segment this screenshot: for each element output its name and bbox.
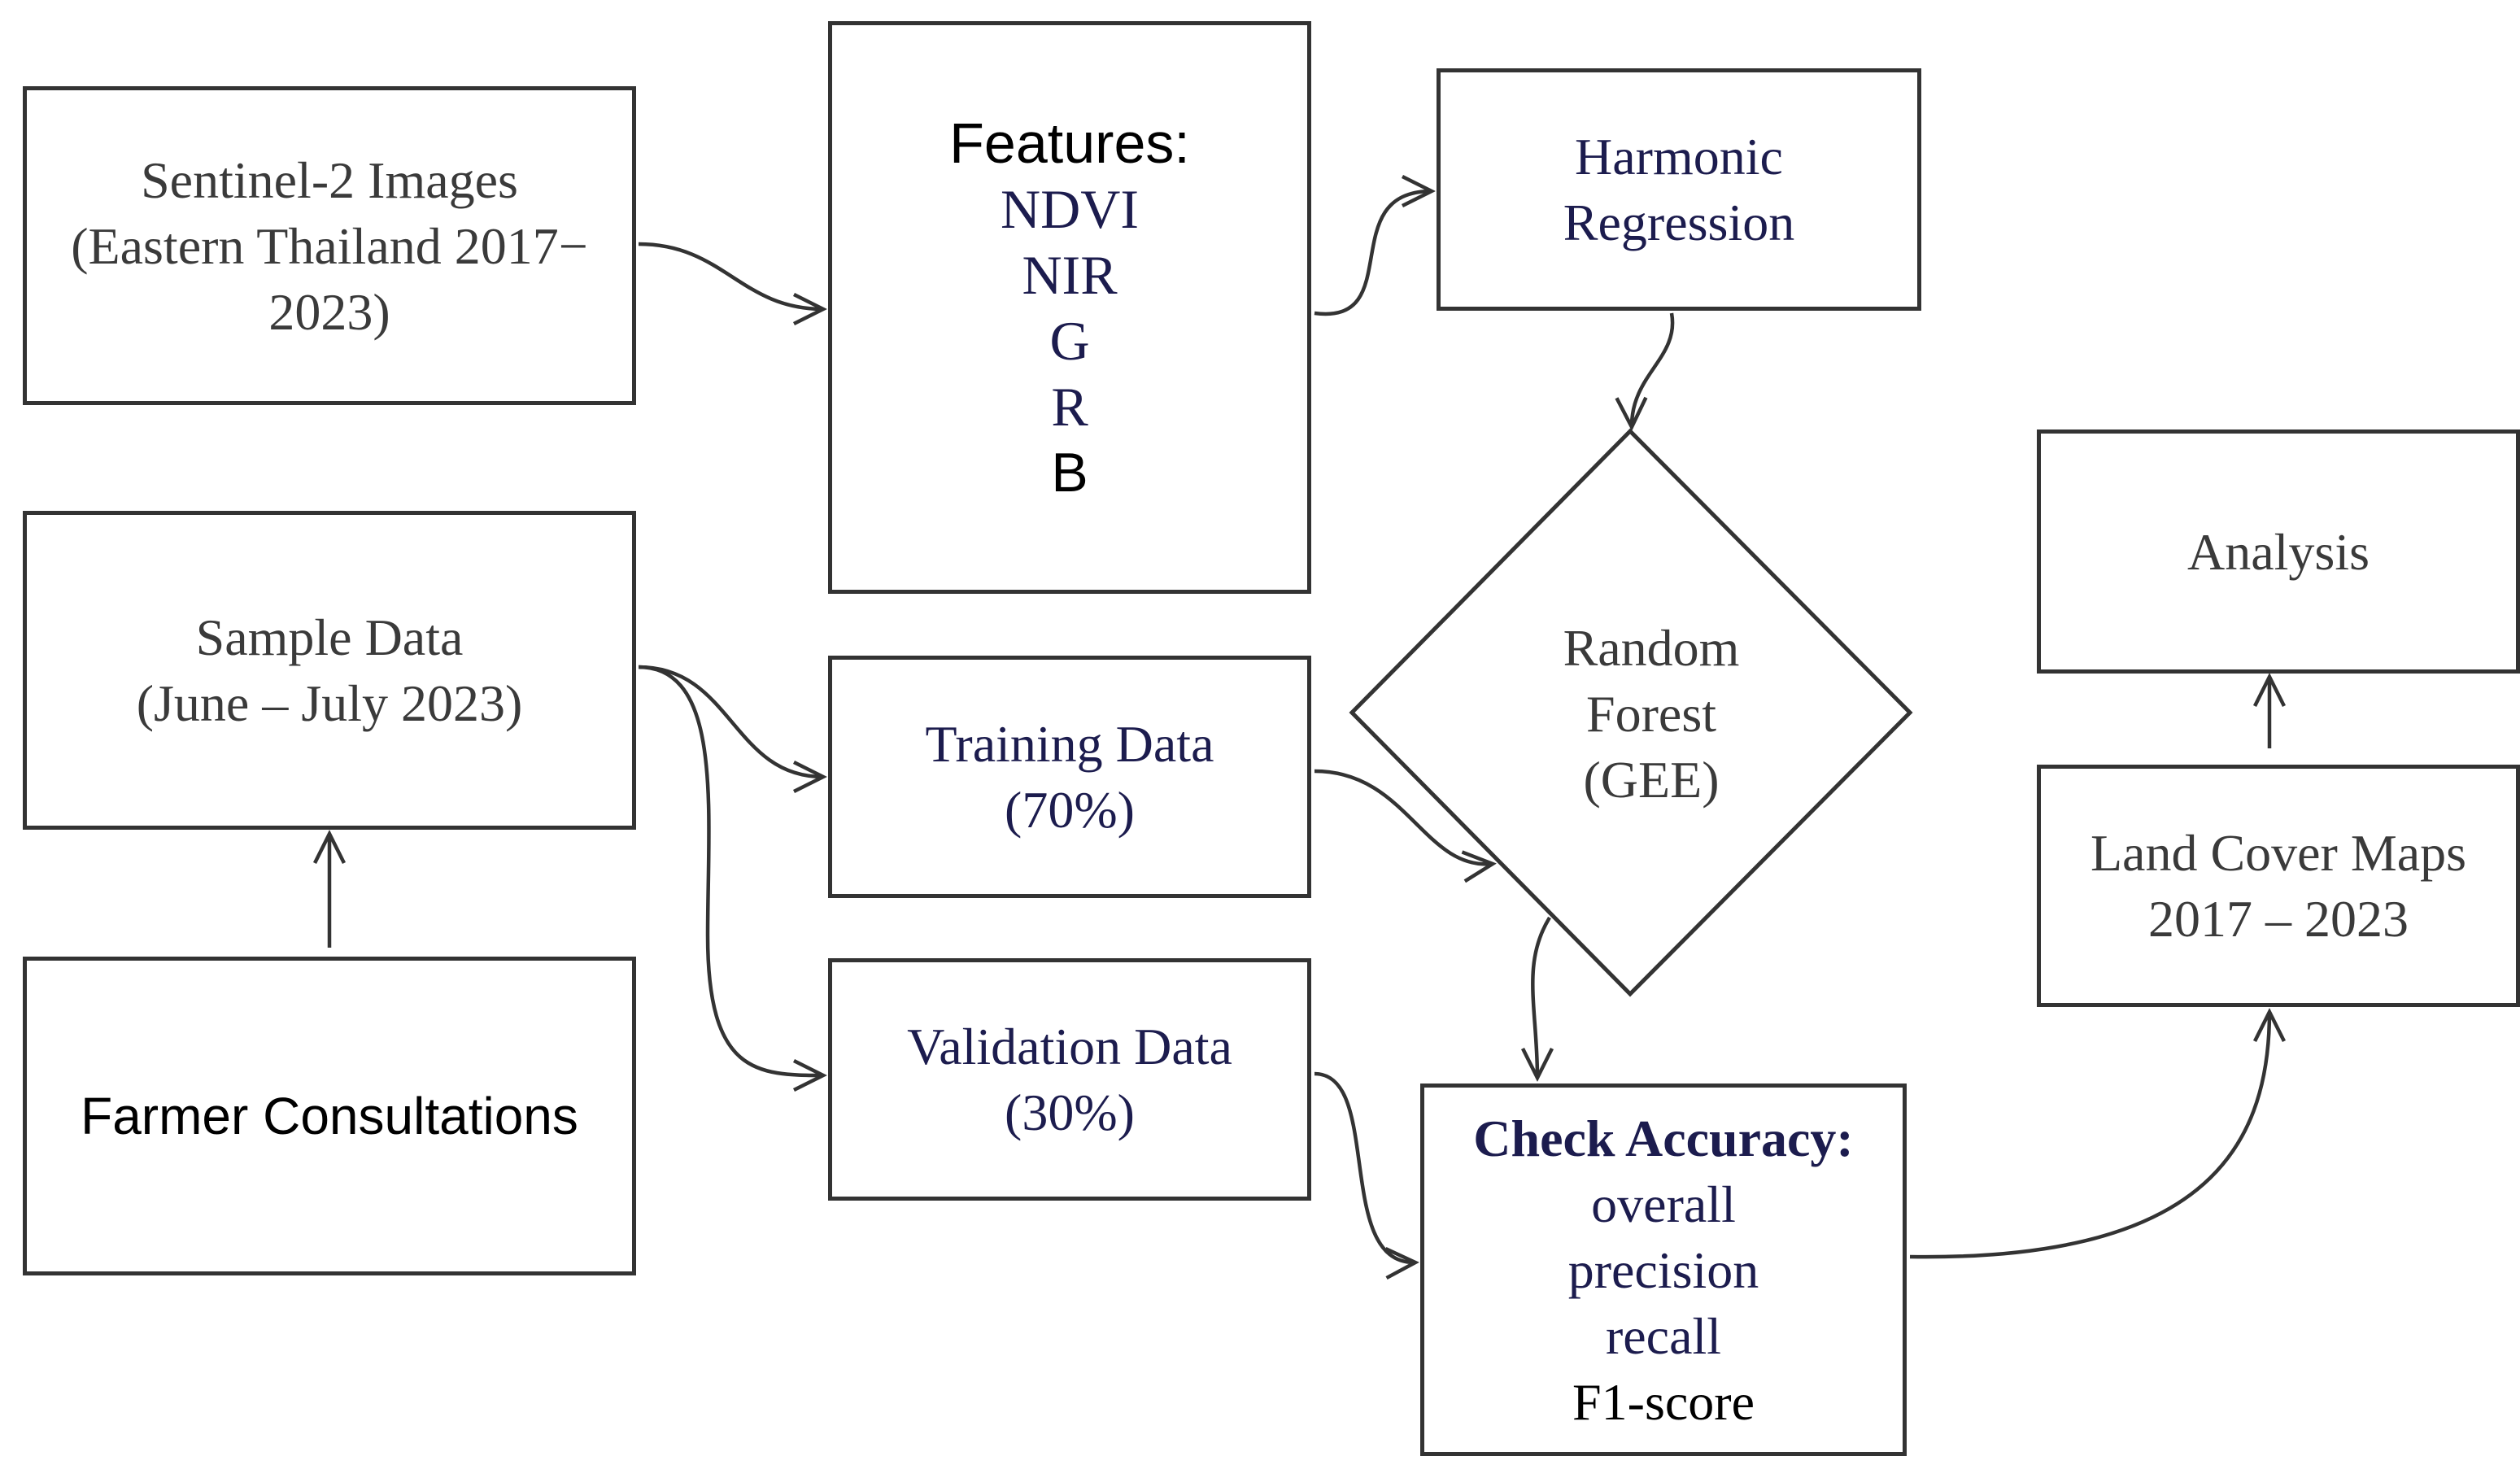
arrow-validation-to-check — [1314, 1071, 1415, 1262]
arrow-training-to-random-forest — [1314, 769, 1493, 864]
check-item-recall: recall — [1605, 1306, 1722, 1365]
harmonic-regression-box: Harmonic Regression — [1437, 68, 1921, 311]
harmonic-label-line1: Harmonic — [1575, 128, 1783, 185]
features-title: Features: — [949, 111, 1190, 175]
random-forest-line3: (GEE) — [1583, 751, 1720, 809]
sample-label-line1: Sample Data — [195, 608, 464, 666]
land-cover-maps-box: Land Cover Maps 2017 – 2023 — [2037, 765, 2520, 1007]
arrow-check-to-landcover — [1909, 1012, 2269, 1259]
arrow-features-to-harmonic — [1314, 191, 1432, 316]
check-item-precision: precision — [1567, 1240, 1759, 1299]
landcover-label-line1: Land Cover Maps — [2090, 824, 2467, 882]
feature-item-g: G — [1049, 309, 1090, 372]
random-forest-label: Random Forest (GEE) — [1489, 615, 1814, 813]
sample-data-box: Sample Data (June – July 2023) — [23, 511, 636, 830]
landcover-label-line2: 2017 – 2023 — [2148, 890, 2409, 948]
sentinel-label-line3: 2023) — [268, 282, 390, 341]
check-item-f1-score: F1-score — [1572, 1372, 1755, 1431]
features-box: Features: NDVI NIR G R B — [828, 21, 1311, 594]
harmonic-label-line2: Regression — [1563, 194, 1795, 251]
arrow-sample-to-validation — [638, 665, 823, 1075]
check-item-overall: overall — [1591, 1175, 1736, 1233]
farmer-consultations-box: Farmer Consultations — [23, 957, 636, 1275]
validation-label-line2: (30%) — [1005, 1083, 1135, 1141]
arrow-random-forest-to-check — [1532, 916, 1550, 1078]
analysis-box: Analysis — [2037, 429, 2520, 674]
feature-item-b: B — [1051, 441, 1088, 504]
analysis-label: Analysis — [2187, 522, 2370, 581]
sample-label-line2: (June – July 2023) — [136, 674, 523, 732]
sentinel-label-line1: Sentinel-2 Images — [141, 150, 518, 209]
feature-item-r: R — [1051, 375, 1088, 438]
feature-item-ndvi: NDVI — [1001, 177, 1139, 240]
training-label-line2: (70%) — [1005, 781, 1135, 839]
training-data-box: Training Data (70%) — [828, 656, 1311, 898]
check-accuracy-title: Check Accuracy: — [1473, 1109, 1854, 1167]
feature-item-nir: NIR — [1022, 243, 1118, 306]
arrow-sentinel-to-features — [638, 242, 823, 309]
sentinel-label-line2: (Eastern Thailand 2017− — [71, 216, 588, 275]
check-accuracy-box: Check Accuracy: overall precision recall… — [1420, 1083, 1907, 1456]
sentinel-images-box: Sentinel-2 Images (Eastern Thailand 2017… — [23, 86, 636, 405]
validation-label-line1: Validation Data — [907, 1018, 1232, 1075]
arrow-harmonic-to-random-forest — [1632, 312, 1675, 427]
random-forest-line1: Random — [1563, 619, 1740, 677]
validation-data-box: Validation Data (30%) — [828, 958, 1311, 1201]
training-label-line1: Training Data — [925, 715, 1214, 773]
arrow-sample-to-training — [638, 665, 823, 777]
farmer-label: Farmer Consultations — [81, 1086, 578, 1145]
random-forest-line2: Forest — [1586, 685, 1716, 743]
